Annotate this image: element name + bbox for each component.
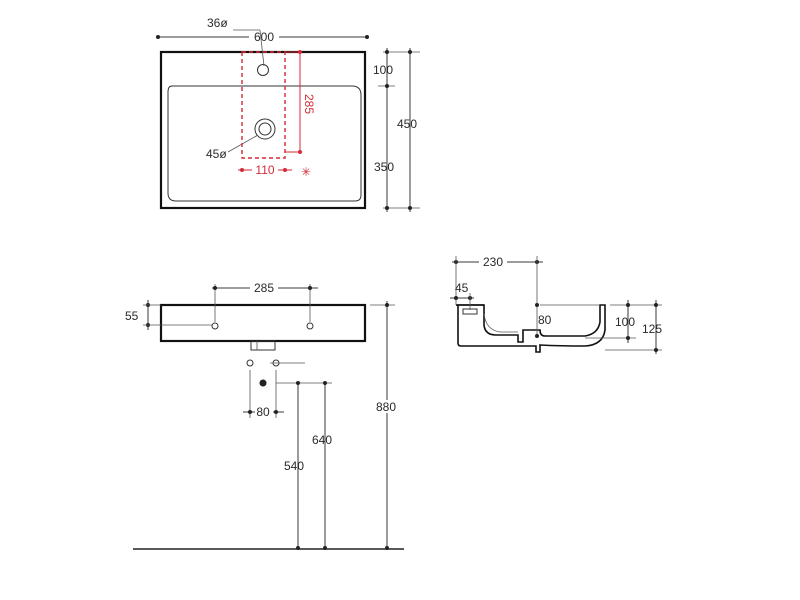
asterisk-marker: ✳	[301, 165, 311, 179]
width-label: 600	[254, 30, 274, 44]
waste-label: 45ø	[206, 147, 227, 161]
tap-hole	[257, 64, 269, 76]
tap-hole-label: 36ø	[207, 16, 228, 30]
top-view: 600 36ø 45ø 285 110 ✳ 100 350 450	[156, 16, 420, 212]
fixing-spacing-label: 285	[254, 281, 274, 295]
supply-left	[246, 359, 254, 367]
basin-front-outline	[159, 303, 367, 343]
rim-height-label: 880	[376, 400, 396, 414]
fixing-height-label: 55	[125, 309, 139, 323]
bowl-depth-label: 80	[538, 313, 552, 327]
waste-outer	[254, 118, 276, 140]
depth-total-label: 450	[397, 117, 417, 131]
bowl-top-outline	[167, 85, 362, 202]
inner-height-label: 100	[615, 315, 635, 329]
tap-zone-outline	[241, 51, 286, 159]
waste-stub	[250, 340, 276, 351]
fixing-hole-right	[306, 322, 314, 330]
tap-to-waste-label: 285	[302, 94, 316, 114]
side-section-outline	[456, 304, 606, 353]
side-depth-label: 230	[483, 255, 503, 269]
waste-outlet	[259, 379, 267, 387]
supply-spacing-label: 80	[256, 405, 270, 419]
depth-back-label: 100	[373, 63, 393, 77]
total-height-label: 125	[642, 322, 662, 336]
side-view: 230 45 80 100 125	[450, 255, 662, 354]
fixing-hole-left	[211, 322, 219, 330]
depth-front-label: 350	[374, 160, 394, 174]
back-wall-label: 45	[455, 281, 469, 295]
waste-inner	[258, 122, 272, 136]
front-view: 285 55 80 540 640 880	[125, 281, 404, 550]
waste-offset-label: 110	[255, 163, 274, 177]
supply-height-label: 540	[284, 459, 304, 473]
waste-height-label: 640	[312, 433, 332, 447]
